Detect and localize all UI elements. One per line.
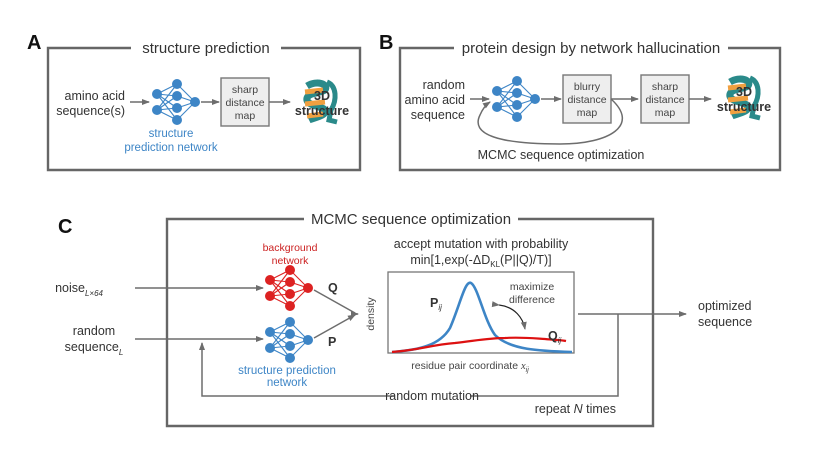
panel-b-blurry-line2: distance	[567, 94, 606, 106]
panel-a-title: structure prediction	[142, 40, 270, 57]
panel-b-output-line2: structure	[717, 100, 771, 114]
random-sequence-line1: random	[73, 324, 115, 338]
Qij-label: Qij	[548, 329, 562, 345]
accept-line2: min[1,exp(-ΔDKL(P||Q)/T)]	[410, 253, 551, 269]
panel-a-map-line1: sharp	[232, 84, 258, 96]
sharp-distance-map-box	[220, 77, 270, 127]
panel-b-input-line1: random	[423, 78, 465, 92]
structure-prediction-label-line1: structure prediction	[238, 365, 336, 377]
panel-b-blurry-line3: map	[577, 107, 598, 119]
panel-b-blurry-line1: blurry	[574, 81, 601, 93]
repeat-label: repeat N times	[535, 402, 616, 416]
panel-a-network-label-line1: structure	[149, 128, 194, 140]
Q-label: Q	[328, 281, 338, 295]
panel-b-input-line2: amino acid	[405, 93, 465, 107]
random-sequence-line2: sequenceL	[65, 340, 124, 357]
structure-network-icon-b	[491, 75, 541, 123]
panel-b-frame	[398, 46, 782, 172]
optimized-sequence-line1: optimized	[698, 299, 752, 313]
structure-prediction-label-line2: network	[267, 377, 308, 389]
maximize-line2: difference	[509, 294, 555, 306]
panel-c-letter: C	[58, 216, 72, 238]
maximize-difference-arrow	[491, 301, 527, 330]
panel-b-letter: B	[379, 32, 393, 54]
panel-a-output-line1: 3D	[314, 89, 330, 103]
panel-a-letter: A	[27, 32, 41, 54]
P-distribution-curve	[391, 281, 573, 354]
panel-b-mcmc-loop-arrow	[477, 98, 624, 145]
panel-c-title: MCMC sequence optimization	[311, 211, 511, 228]
optimized-sequence-line2: sequence	[698, 315, 752, 329]
accept-line1: accept mutation with probability	[394, 237, 569, 251]
panel-b-sharp-line3: map	[655, 107, 676, 119]
background-network-label-line2: network	[272, 255, 310, 267]
panel-c: C MCMC sequence optimization noiseL×64 r…	[55, 211, 752, 428]
maximize-line1: maximize	[510, 281, 554, 293]
repeat-loop-left	[199, 342, 395, 397]
noise-label: noiseL×64	[55, 281, 103, 298]
panel-b-title: protein design by network hallucination	[462, 40, 721, 57]
panel-a-frame	[46, 46, 362, 172]
panel-b-loop-label: MCMC sequence optimization	[478, 148, 645, 162]
panel-b-sharp-line2: distance	[645, 94, 684, 106]
P-label: P	[328, 335, 336, 349]
panel-a-network-label-line2: prediction network	[124, 142, 218, 154]
panel-c-frame	[165, 217, 655, 428]
panel-a-map-line2: distance	[225, 97, 264, 109]
repeat-loop-right	[470, 314, 619, 397]
background-network-label-line1: background	[263, 242, 318, 254]
panel-a-output-line2: structure	[295, 104, 349, 118]
Pij-label: Pij	[430, 296, 442, 312]
panel-b-output-line1: 3D	[736, 85, 752, 99]
Q-distribution-curve	[391, 336, 567, 354]
panel-b: B protein design by network hallucinatio…	[379, 32, 782, 172]
blurry-distance-map-box	[562, 74, 612, 124]
structure-prediction-network-icon	[264, 316, 314, 364]
panel-a-input-line1: amino acid	[65, 89, 125, 103]
random-mutation-label: random mutation	[385, 389, 479, 403]
density-axis-label: density	[365, 297, 377, 331]
panel-b-input-line3: sequence	[411, 108, 465, 122]
panel-a-map-line3: map	[235, 110, 256, 122]
panel-a-input-line2: sequence(s)	[56, 104, 125, 118]
background-network-icon	[264, 264, 314, 312]
panel-a: A structure prediction amino acid sequen…	[27, 32, 362, 172]
P-to-chart-arrow	[313, 314, 356, 339]
x-axis-label: residue pair coordinate xij	[411, 360, 529, 374]
structure-network-icon	[151, 78, 201, 126]
panel-b-sharp-line1: sharp	[652, 81, 678, 93]
Q-to-chart-line	[313, 289, 356, 314]
